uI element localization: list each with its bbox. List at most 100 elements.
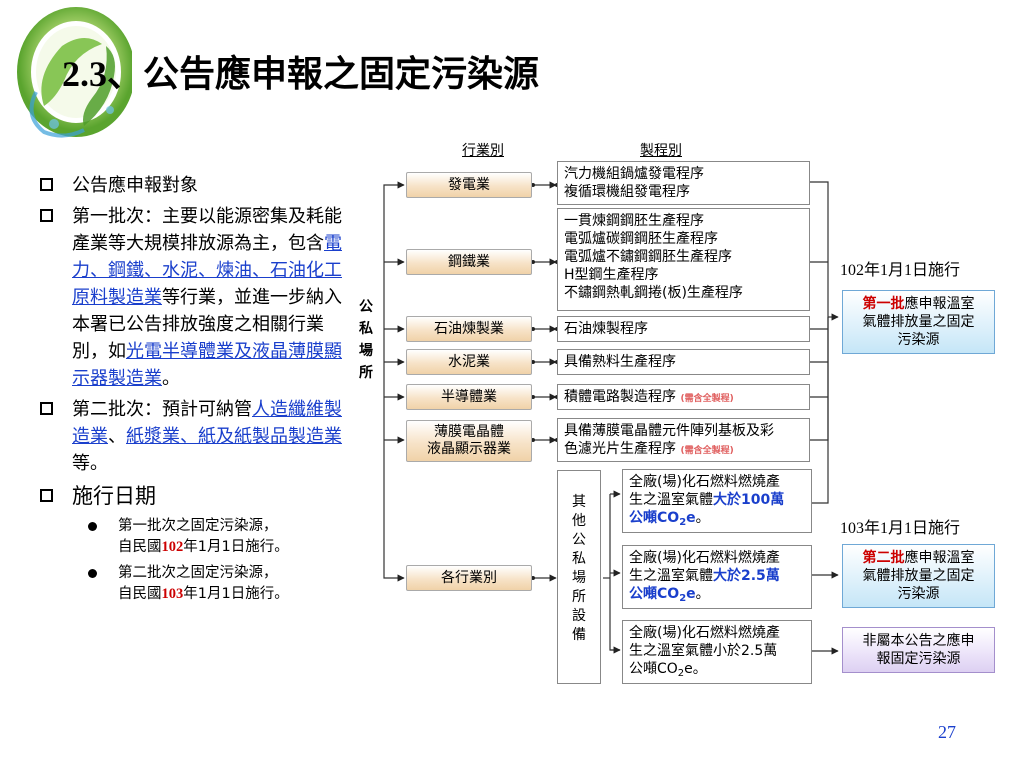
- round-bullet-icon: [88, 522, 97, 531]
- industry-link[interactable]: 人造纖維製造業: [72, 399, 342, 447]
- square-bullet-icon: [40, 402, 53, 415]
- emission-text: e。: [684, 661, 707, 677]
- industry-box-semiconductor: 半導體業: [406, 384, 532, 410]
- emission-box-over-25k: 全廠(場)化石燃料燃燒產 生之溫室氣體大於2.5萬 公噸CO2e。: [622, 545, 812, 609]
- industry-label: 水泥業: [448, 353, 490, 370]
- vertical-char: 私: [359, 321, 373, 337]
- sub-bullet-text: 年1月1日施行。: [183, 539, 289, 555]
- industry-link[interactable]: 光電半導體業及液晶薄膜顯示器製造業: [72, 341, 342, 389]
- process-item: 具備熟料生產程序: [564, 354, 676, 370]
- industry-box-all: 各行業別: [406, 565, 532, 591]
- industry-box-cement: 水泥業: [406, 349, 532, 375]
- industry-box-tft-lcd: 薄膜電晶體液晶顯示器業: [406, 420, 532, 462]
- header-industry: 行業別: [462, 143, 504, 159]
- industry-label: 薄膜電晶體: [434, 424, 504, 440]
- square-bullet-icon: [40, 178, 53, 191]
- sub-bullet-text: 年1月1日施行。: [183, 586, 289, 602]
- industry-label: 發電業: [448, 176, 490, 193]
- full-process-note: (需含全製程): [680, 446, 734, 456]
- industry-link[interactable]: 紙漿業、紙及紙製品製造業: [126, 426, 342, 447]
- subscript: 2: [679, 517, 687, 528]
- industry-label: 各行業別: [441, 569, 497, 586]
- process-box-cement: 具備熟料生產程序: [557, 349, 810, 375]
- threshold-highlight: e: [686, 510, 696, 526]
- bullet-text: 等行業，並進一步納入本署已公告排放強度之相關行業別，如: [72, 287, 342, 362]
- process-box-power: 汽力機組鍋爐發電程序 複循環機組發電程序: [557, 161, 810, 205]
- vertical-char: 所: [572, 589, 586, 605]
- industry-label: 石油煉製業: [434, 320, 504, 337]
- sub-bullet-text: 第二批次之固定污染源，: [118, 565, 278, 581]
- industry-label: 鋼鐵業: [448, 253, 490, 270]
- square-bullet-icon: [40, 489, 53, 502]
- result-text: 氣體排放量之固定: [862, 314, 975, 330]
- left-text-column: 公告應申報對象 第一批次：主要以能源密集及耗能產業等大規模排放源為主，包含電力、…: [38, 172, 343, 605]
- emission-text: 生之溫室氣體: [629, 492, 713, 508]
- emission-text: 全廠(場)化石燃料燃燒產: [629, 550, 780, 566]
- vertical-char: 所: [359, 365, 373, 381]
- effective-date-103: 103年1月1日施行: [840, 520, 961, 537]
- result-text: 氣體排放量之固定: [862, 568, 975, 584]
- result-box-not-applicable: 非屬本公告之應申 報固定污染源: [842, 627, 995, 673]
- vertical-char: 私: [572, 551, 586, 567]
- process-item: 不鏽鋼熱軋鋼捲(板)生產程序: [564, 285, 743, 301]
- title-section-number: 2.3: [62, 54, 107, 94]
- vertical-char: 場: [572, 570, 586, 586]
- bullet-text: 第一批次：主要以能源密集及耗能產業等大規模排放源為主，包含: [72, 206, 342, 254]
- process-item: 汽力機組鍋爐發電程序: [564, 166, 704, 182]
- vertical-char: 場: [359, 343, 373, 359]
- vertical-char: 其: [572, 494, 586, 510]
- threshold-highlight: 公噸CO: [629, 586, 680, 602]
- industry-label: 液晶顯示器業: [427, 441, 511, 457]
- threshold-highlight: 大於100萬: [713, 492, 785, 508]
- bullet-item: 第二批次：預計可納管人造纖維製造業、紙漿業、紙及紙製品製造業等。: [38, 396, 343, 477]
- emission-text: 全廠(場)化石燃料燃燒產: [629, 625, 780, 641]
- page-number: 27: [938, 722, 956, 742]
- square-bullet-icon: [40, 209, 53, 222]
- industry-box-refinery: 石油煉製業: [406, 316, 532, 342]
- threshold-highlight: e: [686, 586, 696, 602]
- vertical-char: 他: [572, 513, 586, 529]
- process-item: 一貫煉鋼鋼胚生產程序: [564, 213, 704, 229]
- vertical-char: 設: [572, 608, 586, 624]
- sub-bullet-item: 第二批次之固定污染源， 自民國103年1月1日施行。: [38, 563, 343, 605]
- sub-bullet-item: 第一批次之固定污染源， 自民國102年1月1日施行。: [38, 516, 343, 558]
- batch-highlight: 第一批: [862, 296, 905, 312]
- process-box-steel: 一貫煉鋼鋼胚生產程序 電弧爐碳鋼鋼胚生產程序 電弧爐不鏽鋼鋼胚生產程序 H型鋼生…: [557, 208, 810, 311]
- result-text: 應申報溫室: [904, 296, 975, 312]
- threshold-highlight: 大於2.5萬: [713, 568, 780, 584]
- process-box-refinery: 石油煉製程序: [557, 316, 810, 342]
- result-text: 報固定污染源: [876, 651, 961, 667]
- vertical-char: 公: [572, 532, 586, 548]
- process-box-semiconductor: 積體電路製造程序 (需含全製程): [557, 384, 810, 410]
- emission-text: 。: [695, 586, 710, 602]
- process-item: 複循環機組發電程序: [564, 184, 690, 200]
- emission-text: 生之溫室氣體: [629, 568, 713, 584]
- result-text: 污染源: [897, 332, 940, 348]
- threshold-highlight: 公噸CO: [629, 510, 680, 526]
- process-item: 石油煉製程序: [564, 321, 648, 337]
- result-text: 應申報溫室: [904, 550, 975, 566]
- industry-link[interactable]: 電力、鋼鐵、水泥、煉油、石油化工原料製造業: [72, 233, 342, 308]
- sub-bullet-text: 自民國: [118, 586, 162, 602]
- bullet-text: 公告應申報對象: [72, 175, 198, 196]
- title-text: 、公告應申報之固定污染源: [107, 54, 540, 95]
- header-process: 製程別: [640, 143, 682, 159]
- public-private-facility-label: 公 私 場 所: [356, 296, 376, 384]
- emission-text: 。: [695, 510, 710, 526]
- full-process-note: (需含全製程): [680, 394, 734, 404]
- subscript: 2: [679, 593, 687, 604]
- process-item: 具備薄膜電晶體元件陣列基板及彩: [564, 423, 774, 439]
- effective-date-102: 102年1月1日施行: [840, 262, 961, 279]
- round-bullet-icon: [88, 569, 97, 578]
- result-box-first-batch: 第一批應申報溫室 氣體排放量之固定 污染源: [842, 290, 995, 354]
- process-box-tft-lcd: 具備薄膜電晶體元件陣列基板及彩 色濾光片生產程序 (需含全製程): [557, 418, 810, 462]
- industry-box-power: 發電業: [406, 172, 532, 198]
- result-box-second-batch: 第二批應申報溫室 氣體排放量之固定 污染源: [842, 544, 995, 608]
- process-item: 積體電路製造程序: [564, 389, 676, 405]
- vertical-char: 備: [572, 627, 586, 643]
- leaf-ring-logo: [17, 7, 132, 138]
- result-text: 污染源: [897, 586, 940, 602]
- sub-bullet-text: 第一批次之固定污染源，: [118, 518, 278, 534]
- process-item: 電弧爐碳鋼鋼胚生產程序: [564, 231, 718, 247]
